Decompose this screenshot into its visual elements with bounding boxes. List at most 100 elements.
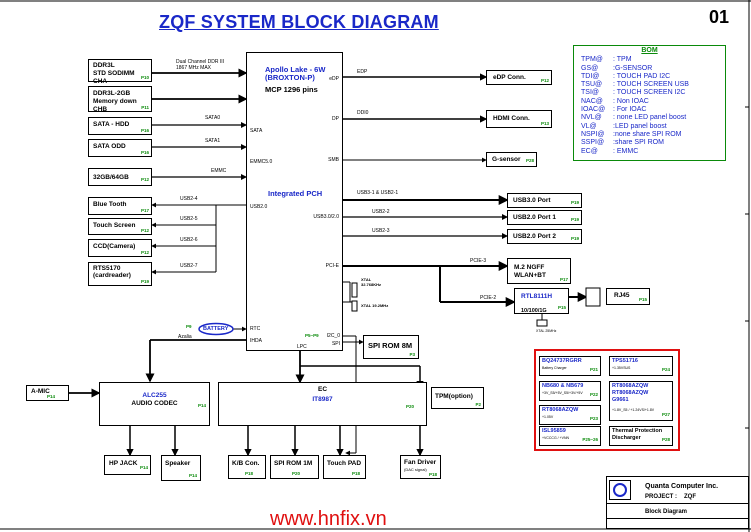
bom-row: TDI@ : TOUCH PAD I2C xyxy=(581,73,725,81)
bom-value: :share SPI ROM xyxy=(613,139,664,147)
emmc-storage-box: 32GB/64GB P12 xyxy=(88,168,152,186)
fan-driver-box: Fan Driver (DAC signal) P18 xyxy=(400,455,441,479)
bom-row: NAC@ : Non IOAC xyxy=(581,98,725,106)
bom-key: IOAC@ xyxy=(581,106,606,114)
bus-label-pcie2: PCIE-2 xyxy=(480,295,497,301)
bus-label-usb2-5: USB2-5 xyxy=(180,216,198,222)
spi-rom-8m-box: SPI ROM 8M P3 xyxy=(363,335,419,359)
bom-value: : TOUCH SCREEN I2C xyxy=(613,89,686,97)
xtal-19m-label: XTAL 19.2MHz xyxy=(361,303,389,308)
bom-value: :LED panel boost xyxy=(613,122,667,130)
bom-key: NAC@ xyxy=(581,97,603,105)
camera-box: CCD(Camera) P12 xyxy=(88,239,152,257)
bom-row: IOAC@ : For IOAC xyxy=(581,106,725,114)
bom-key: VL@ xyxy=(581,122,597,130)
spi-rom-1m-box: SPI ROM 1M P20 xyxy=(270,455,319,479)
bom-key: TSI@ xyxy=(581,89,599,97)
ddr-chb-box: DDR3L-2GB Memory down CHB P11 xyxy=(88,86,152,113)
bom-key: TPM@ xyxy=(581,56,603,64)
sata-hdd-box: SATA - HDD P16 xyxy=(88,117,152,135)
kb-connector-box: K/B Con. P18 xyxy=(228,455,266,479)
azalia-label: Azalia xyxy=(178,334,192,340)
page-number: 01 xyxy=(709,7,730,27)
bom-row: TSI@ : TOUCH SCREEN I2C xyxy=(581,89,725,97)
watermark: www.hnfix.vn xyxy=(270,508,387,530)
edp-connector-box: eDP Conn. P12 xyxy=(486,70,552,85)
diagram-title: ZQF SYSTEM BLOCK DIAGRAM xyxy=(159,12,439,32)
cardreader-box: RTS5170 (cardreader) P19 xyxy=(88,262,152,286)
bom-value: : EMMC xyxy=(613,147,639,155)
bom-key: NVL@ xyxy=(581,114,602,122)
power-3v5v: NB680 & NB679+3V_S5/+5V_S5/+3V/+5V P22 xyxy=(539,381,601,401)
bom-value: : Non IOAC xyxy=(613,97,649,105)
battery-label: BATTERY xyxy=(203,326,229,332)
hp-jack-box: HP JACK P14 xyxy=(104,455,151,475)
bus-label-edp: EDP xyxy=(357,69,368,75)
touchscreen-box: Touch Screen P12 xyxy=(88,218,152,235)
tpm-box: TPM(option) P2 xyxy=(431,387,484,409)
embedded-controller-box: EC IT8987 P20 xyxy=(218,382,427,426)
speaker-box: Speaker P14 xyxy=(161,455,201,481)
quanta-logo-icon xyxy=(609,480,631,500)
bus-label-usb2-2: USB2-2 xyxy=(372,209,390,215)
bom-value: :G-SENSOR xyxy=(613,64,653,72)
bus-label-sata1: SATA1 xyxy=(205,138,221,144)
gsensor-box: G-sensor P28 xyxy=(486,152,537,167)
power-vccgt: ISL95859+VCCCG / +VNN P25~26 xyxy=(539,426,601,446)
sata-odd-box: SATA ODD P16 xyxy=(88,139,152,157)
bus-label-usb2-7: USB2-7 xyxy=(180,263,198,269)
bom-row: TPM@ : TPM xyxy=(581,56,725,64)
bom-heading: BOM xyxy=(641,47,658,54)
bus-label-pcie3: PCIE-3 xyxy=(470,258,487,264)
battery-ref: P9 xyxy=(186,324,192,329)
bom-key: SSPI@ xyxy=(581,139,605,147)
power-vsus: TPS51716+1.35VSUS P24 xyxy=(609,356,673,376)
bom-row: NVL@: none LED panel boost xyxy=(581,114,725,122)
bom-key: TSU@ xyxy=(581,81,603,89)
bom-key: NSPI@ xyxy=(581,130,605,138)
power-1v05: RT8068AZQW+1.05V P23 xyxy=(539,405,601,425)
cpu-pch-block: Apollo Lake - 6W (BROXTON-P) MCP 1296 pi… xyxy=(246,52,343,351)
bom-row: GS@ :G-SENSOR xyxy=(581,65,725,73)
bom-value: : TOUCH SCREEN USB xyxy=(613,81,689,89)
bom-legend: BOM TPM@ : TPM GS@ :G-SENSOR TDI@ : TOUCH PAD… xyxy=(573,45,726,161)
bus-label-usb2-3: USB2-3 xyxy=(372,228,390,234)
wlan-box: M.2 NGFF WLAN+BT P17 xyxy=(507,258,571,284)
bom-key: EC@ xyxy=(581,147,598,155)
bus-label-ddi0: DDI0 xyxy=(357,110,369,116)
amic-box: A-MIC P14 xyxy=(26,385,69,401)
title-block: Quanta Computer Inc. PROJECT : ZQF Block… xyxy=(606,476,749,529)
bluetooth-box: Blue Tooth P17 xyxy=(88,197,152,215)
bom-row: VL@ :LED panel boost xyxy=(581,123,725,131)
usb20-port2-box: USB2.0 Port 2 P19 xyxy=(507,229,582,244)
bom-value: : TOUCH PAD I2C xyxy=(613,72,671,80)
audio-codec-box: ALC255 AUDIO CODEC P14 xyxy=(99,382,210,426)
hdmi-connector-box: HDMI Conn. P13 xyxy=(486,110,552,128)
bom-value: : For IOAC xyxy=(613,106,647,114)
touchpad-box: Touch PAD P18 xyxy=(323,455,366,479)
usb30-port-box: USB3.0 Port P19 xyxy=(507,193,582,208)
bom-value: :none share SPI ROM xyxy=(613,130,682,138)
bom-row: EC@ : EMMC xyxy=(581,148,725,156)
bus-label-usb2-4: USB2-4 xyxy=(180,196,198,202)
bom-row: SSPI@ :share SPI ROM xyxy=(581,139,725,147)
bus-label-emmc: EMMC xyxy=(211,168,227,174)
bom-row: TSU@ : TOUCH SCREEN USB xyxy=(581,81,725,89)
bom-key: TDI@ xyxy=(581,72,600,80)
ddr-cha-box: DDR3L STD SODIMM CHA P10 xyxy=(88,59,152,85)
rj45-box: RJ45 P15 xyxy=(606,288,650,305)
bus-label-sata0: SATA0 xyxy=(205,115,221,121)
lan-xtal-label: XTAL 25MHz xyxy=(536,329,557,333)
power-section xyxy=(534,349,680,451)
usb20-port1-box: USB2.0 Port 1 P19 xyxy=(507,210,582,225)
bom-row: NSPI@ :none share SPI ROM xyxy=(581,131,725,139)
bus-label-usb3-1: USB3-1 & USB2-1 xyxy=(357,190,399,196)
bom-value: : TPM xyxy=(613,56,632,64)
bom-key: GS@ xyxy=(581,64,599,72)
lan-controller-box: RTL8111H 10/100/1G P15 xyxy=(514,288,569,314)
